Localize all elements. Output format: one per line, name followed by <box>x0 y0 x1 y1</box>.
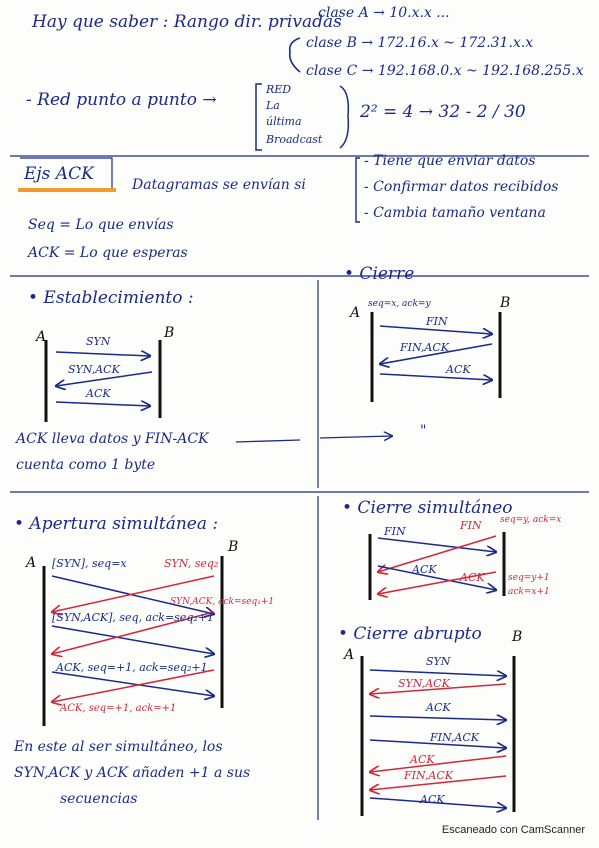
cierre-msg-finack: FIN,ACK <box>400 341 449 354</box>
ca-arrow-ack-red <box>370 755 507 772</box>
ca-msg-ack: ACK <box>426 701 451 714</box>
est-note-line1: ACK lleva datos y FIN-ACK <box>16 431 209 447</box>
p2p-item-broadcast: Broadcast <box>266 133 323 146</box>
clase-a: clase A → 10.x.x ... <box>318 5 450 21</box>
p2p-item-la: La <box>266 99 280 112</box>
cierre-host-a: A <box>350 305 361 321</box>
cierre-same-mark: " <box>420 423 427 439</box>
est-host-a: A <box>36 329 47 345</box>
cierre-msg-ack: ACK <box>446 363 471 376</box>
clases-brace <box>288 37 301 73</box>
est-arrow-ack <box>55 402 150 406</box>
est-arrow-syn <box>55 352 150 356</box>
ca-msg-synack: SYN,ACK <box>398 677 450 690</box>
cs-blue-fin <box>377 537 496 552</box>
p2p-brace <box>339 85 350 149</box>
cierre-title: • Cierre <box>344 264 415 284</box>
cierre-arrow-ack <box>379 373 492 380</box>
ap-blue-syn <box>51 575 214 614</box>
ca-arrow-finack <box>369 739 506 748</box>
ap-red-ack-label: ACK, seq=+1, ack=+1 <box>60 703 177 714</box>
cierre-abrupto-title: • Cierre abrupto <box>338 624 482 644</box>
camscanner-footer: Escaneado con CamScanner <box>441 824 585 836</box>
ca-arrow-finack-red <box>370 775 507 790</box>
ca-msg-ack-red: ACK <box>410 753 435 766</box>
p2p-item-ultima: última <box>266 115 302 128</box>
est-arrow-synack <box>56 371 153 386</box>
ap-red-syn-label: SYN, seq₂ <box>164 557 219 570</box>
clase-c: clase C → 192.168.0.x ~ 192.168.255.x <box>306 63 584 79</box>
ap-note-line2: SYN,ACK y ACK añaden +1 a sus <box>14 765 251 781</box>
ap-red-synack <box>52 611 215 654</box>
apertura-title: • Apertura simultánea : <box>14 514 219 534</box>
est-note-arrow <box>235 439 301 443</box>
cierre-simultaneo-title: • Cierre simultáneo <box>342 498 513 518</box>
ap-blue-synack-label: [SYN,ACK], seq, ack=seq₂+1 <box>52 611 214 624</box>
ca-arrow-ack <box>369 716 506 720</box>
p2p-label: - Red punto a punto → <box>26 90 217 110</box>
ca-arrow-synack <box>370 683 507 694</box>
ca-msg-syn: SYN <box>426 655 451 668</box>
est-msg-ack: ACK <box>86 387 111 400</box>
est-host-b: B <box>164 325 175 341</box>
ap-blue-synack <box>51 625 214 654</box>
ca-msg-finack: FIN,ACK <box>430 731 479 744</box>
cierre-arrow-fin <box>379 325 492 334</box>
p2p-formula: 2² = 4 → 32 - 2 / 30 <box>360 102 526 122</box>
cs-red-ack <box>378 571 497 594</box>
ack-definition: ACK = Lo que esperas <box>28 245 188 261</box>
ap-red-synack-label: SYN,ACK, ack=seq₁+1 <box>170 597 275 607</box>
clase-b: clase B → 172.16.x ~ 172.31.x.x <box>306 35 534 51</box>
ap-blue-ack <box>51 671 214 696</box>
ap-note-line1: En este al ser simultáneo, los <box>14 739 223 755</box>
reasons-bracket <box>355 157 360 223</box>
ap-blue-ack-label: ACK, seq=+1, ack=seq₂+1 <box>56 661 208 674</box>
cierre-host-b: B <box>500 295 511 311</box>
cs-blue-ack <box>377 565 496 590</box>
cs-red-seq2-line2: ack=x+1 <box>508 587 550 597</box>
est-msg-synack: SYN,ACK <box>68 363 120 376</box>
ap-blue-syn-label: [SYN], seq=x <box>52 557 127 570</box>
p2p-item-red: RED <box>266 83 292 96</box>
ap-note-line3: secuencias <box>60 791 138 807</box>
cierre-msg-fin: FIN <box>426 315 448 328</box>
ejs-ack-title: Ejs ACK <box>24 164 94 184</box>
ap-host-a: A <box>26 555 37 571</box>
cs-blue-fin-label: FIN <box>384 525 406 538</box>
est-msg-syn: SYN <box>86 335 111 348</box>
reason-1: - Tiene que enviar datos <box>364 153 536 169</box>
ca-host-a: A <box>344 647 355 663</box>
reason-3: - Cambia tamaño ventana <box>364 205 546 221</box>
cierre-seq-label: seq=x, ack=y <box>368 299 431 309</box>
cs-red-ack-label: ACK <box>460 571 485 584</box>
ca-arrow-ack-final <box>369 797 506 808</box>
cs-red-seq2-line1: seq=y+1 <box>508 573 550 583</box>
est-note-line2: cuenta como 1 byte <box>16 457 156 473</box>
ca-host-b: B <box>512 629 523 645</box>
ap-red-syn <box>52 575 215 612</box>
ca-msg-finack-red: FIN,ACK <box>404 769 453 782</box>
ca-arrow-syn <box>369 669 506 676</box>
ejs-ack-box <box>20 157 113 190</box>
rango-heading: Hay que saber : Rango dir. privadas <box>32 12 342 32</box>
cierre-arrow-finack <box>380 343 493 364</box>
seq-definition: Seq = Lo que envías <box>28 217 174 233</box>
datagramas-text: Datagramas se envían si <box>132 177 306 193</box>
reason-2: - Confirmar datos recibidos <box>364 179 559 195</box>
cs-blue-ack-label: ACK <box>412 563 437 576</box>
ap-host-b: B <box>228 539 239 555</box>
p2p-bracket <box>255 83 262 151</box>
ap-red-ack <box>52 669 215 702</box>
ca-msg-ack-final: ACK <box>420 793 445 806</box>
est-note-arrow-2 <box>319 436 392 438</box>
cs-red-fin <box>378 535 497 572</box>
cs-red-fin-label: FIN <box>460 519 482 532</box>
cs-red-seq: seq=y, ack=x <box>500 515 562 525</box>
establecimiento-title: • Establecimiento : <box>28 288 194 308</box>
